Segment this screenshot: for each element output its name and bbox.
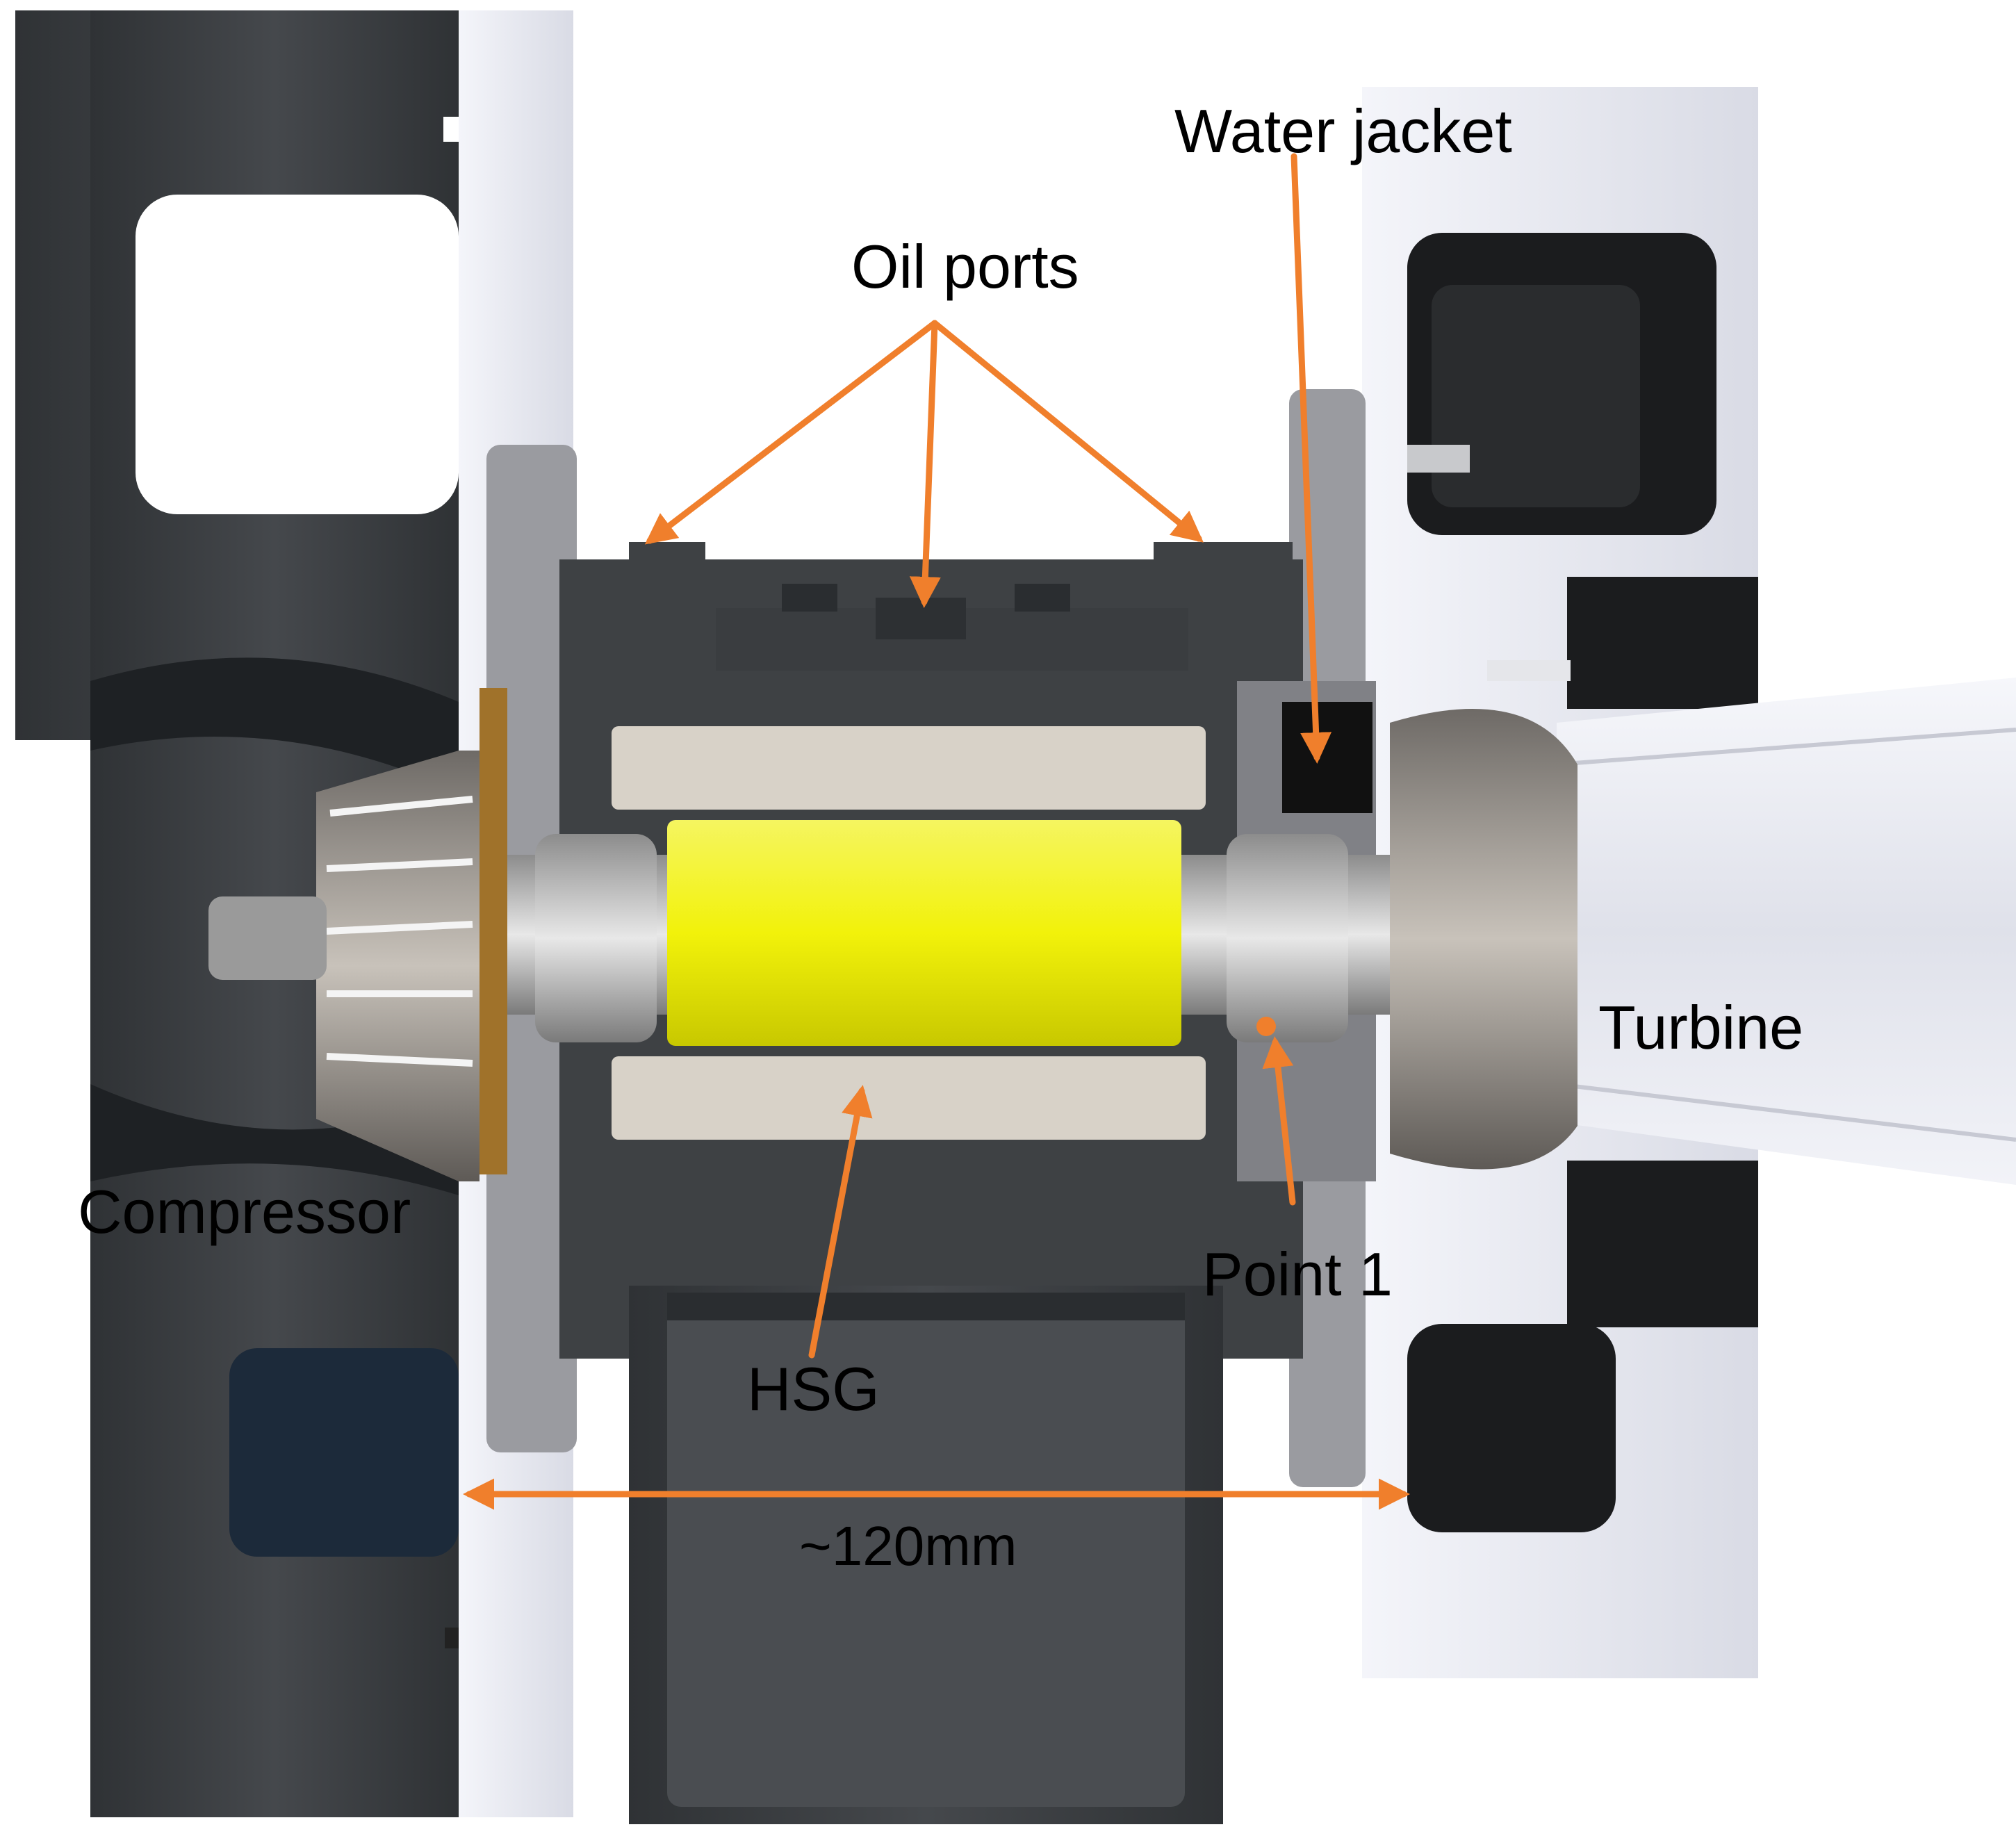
hsg-label: HSG	[747, 1354, 880, 1423]
annotation-arrows	[463, 153, 1410, 1510]
dimension-label: ~120mm	[799, 1515, 1017, 1577]
turbine-label: Turbine	[1598, 993, 1804, 1062]
compressor-label: Compressor	[78, 1177, 411, 1246]
water-jacket-label: Water jacket	[1174, 97, 1512, 165]
compressor-wheel	[208, 751, 480, 1181]
turbine-outlet-pipe	[1556, 678, 2016, 1185]
turbine-wheel	[1390, 709, 1577, 1170]
rotor	[667, 820, 1181, 1046]
stator	[612, 726, 1206, 1140]
hsg-housing	[629, 1286, 1223, 1824]
oil-ports-label: Oil ports	[851, 232, 1079, 301]
point-1-label: Point 1	[1202, 1240, 1393, 1309]
